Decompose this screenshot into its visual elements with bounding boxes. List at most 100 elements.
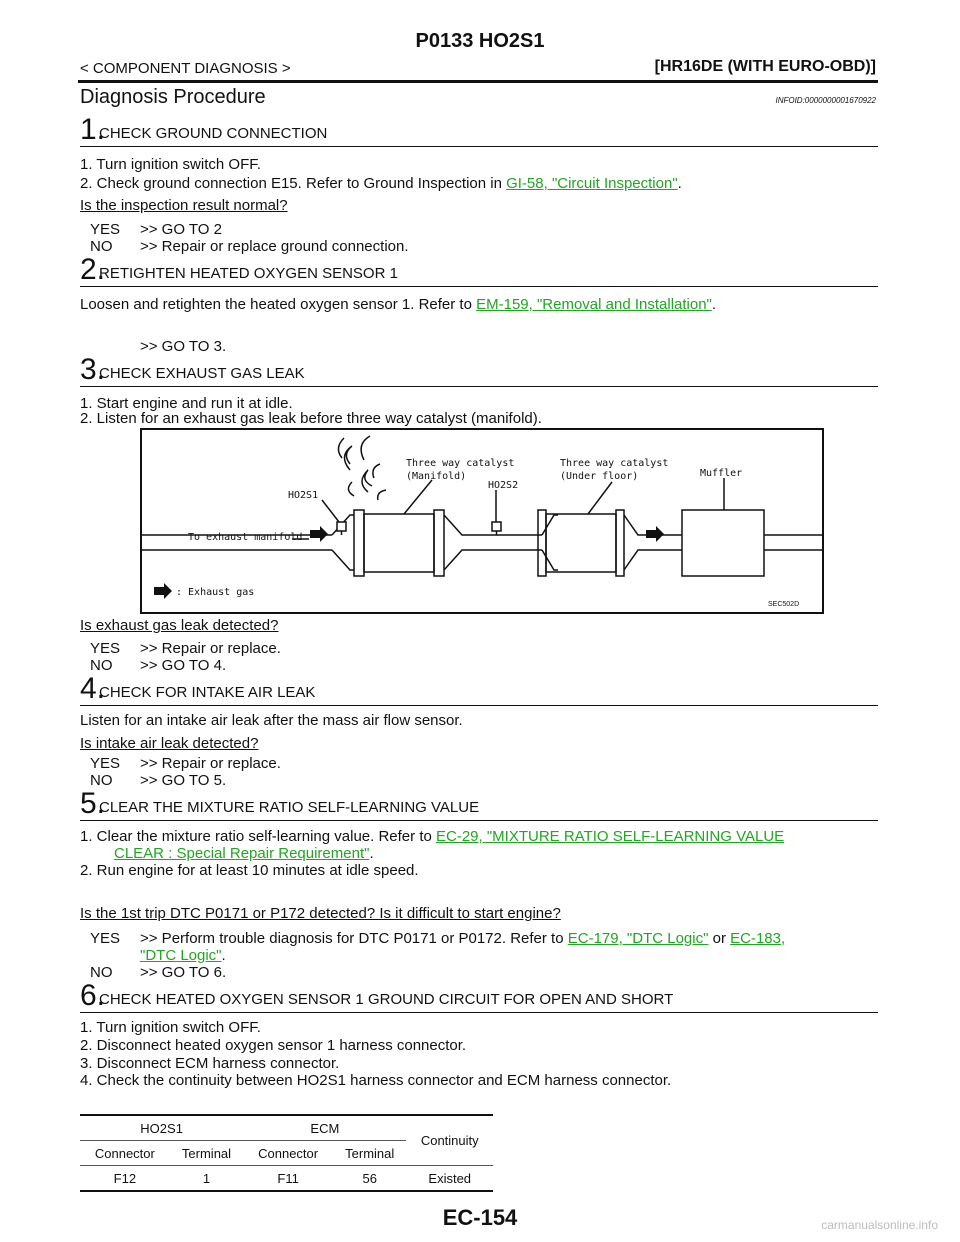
- table-row: HO2S1 ECM Continuity: [80, 1114, 493, 1166]
- step-3-question: Is exhaust gas leak detected?: [80, 617, 279, 634]
- col-connector: Connector: [80, 1140, 170, 1166]
- answer-value: >> GO TO 2: [140, 221, 222, 238]
- link-em-159[interactable]: EM-159, "Removal and Installation": [476, 296, 712, 313]
- step-6-line-4: 4. Check the continuity between HO2S1 ha…: [80, 1072, 672, 1089]
- step-3-yes: YES >> Repair or replace.: [90, 640, 281, 657]
- cell-terminal: 1: [169, 1165, 244, 1192]
- step-3-no: NO >> GO TO 4.: [90, 657, 226, 674]
- step-5-line-1: 1. Clear the mixture ratio self-learning…: [80, 828, 784, 845]
- step-5-line-1-cont: CLEAR : Special Repair Requirement".: [114, 845, 374, 862]
- link-ec-183[interactable]: EC-183,: [730, 930, 786, 947]
- step-4-yes: YES >> Repair or replace.: [90, 755, 281, 772]
- info-id: INFOID:0000000001670922: [775, 96, 876, 105]
- table-row: F12 1 F11 56 Existed: [80, 1165, 493, 1192]
- diagram-code: SEC502D: [768, 601, 799, 608]
- header-ho2s1: HO2S1: [80, 1114, 244, 1141]
- step-number: 2.: [80, 253, 106, 286]
- step-number: 6.: [80, 979, 106, 1012]
- step-3-line-2: 2. Listen for an exhaust gas leak before…: [80, 410, 542, 427]
- step-2-goto: >> GO TO 3.: [140, 338, 227, 355]
- text: 2. Check ground connection E15. Refer to…: [80, 175, 507, 192]
- text: .: [711, 296, 717, 313]
- label-muffler: Muffler: [700, 468, 742, 479]
- label-ho2s2: HO2S2: [488, 480, 518, 491]
- step-4-line-1: Listen for an intake air leak after the …: [80, 712, 463, 729]
- cell-connector: F12: [80, 1165, 170, 1192]
- answer-value: >> GO TO 6.: [140, 964, 227, 981]
- table-row: Connector Terminal Connector Terminal: [80, 1140, 493, 1166]
- step-5-yes: YES>> Perform trouble diagnosis for DTC …: [90, 930, 785, 947]
- header-continuity: Continuity: [406, 1114, 493, 1166]
- step-1-header: 1. CHECK GROUND CONNECTION: [80, 115, 878, 147]
- step-1-question: Is the inspection result normal?: [80, 197, 288, 214]
- text: Loosen and retighten the heated oxygen s…: [80, 296, 477, 313]
- label-ho2s1: HO2S1: [288, 490, 318, 501]
- col-terminal: Terminal: [332, 1140, 407, 1166]
- step-number: 3.: [80, 353, 106, 386]
- link-ec-29[interactable]: EC-29, "MIXTURE RATIO SELF-LEARNING VALU…: [436, 828, 785, 845]
- link-ec-183-cont[interactable]: "DTC Logic": [140, 947, 222, 964]
- step-2-line-1: Loosen and retighten the heated oxygen s…: [80, 296, 716, 313]
- step-label: CHECK EXHAUST GAS LEAK: [99, 365, 305, 382]
- step-4-header: 4. CHECK FOR INTAKE AIR LEAK: [80, 674, 878, 706]
- step-1-no: NO >> Repair or replace ground connection…: [90, 238, 409, 255]
- step-3-header: 3. CHECK EXHAUST GAS LEAK: [80, 353, 878, 387]
- step-4-question: Is intake air leak detected?: [80, 735, 259, 752]
- section-title: Diagnosis Procedure: [80, 86, 266, 108]
- step-5-header: 5. CLEAR THE MIXTURE RATIO SELF-LEARNING…: [80, 787, 878, 821]
- step-2-header: 2. RETIGHTEN HEATED OXYGEN SENSOR 1: [80, 253, 878, 287]
- answer-key: NO: [90, 657, 113, 674]
- step-1-line-1: 1. Turn ignition switch OFF.: [80, 156, 261, 173]
- text: or: [708, 930, 731, 947]
- exhaust-diagram-svg: Three way catalyst (Manifold) Three way …: [142, 435, 822, 608]
- cell-terminal: 56: [332, 1165, 407, 1192]
- text: .: [221, 947, 226, 964]
- header-divider: [78, 80, 878, 83]
- answer-value: >> GO TO 4.: [140, 657, 227, 674]
- step-label: CHECK HEATED OXYGEN SENSOR 1 GROUND CIRC…: [99, 991, 674, 1008]
- answer-value: >> Repair or replace ground connection.: [140, 238, 409, 255]
- label-tcc-manifold-sub: (Manifold): [406, 471, 466, 482]
- page-number: EC-154: [442, 1205, 518, 1230]
- text: .: [369, 845, 374, 862]
- answer-key: YES: [90, 755, 121, 772]
- step-5-no: NO >> GO TO 6.: [90, 964, 226, 981]
- link-ec-29-cont[interactable]: CLEAR : Special Repair Requirement": [114, 845, 370, 862]
- answer-value: >> GO TO 5.: [140, 772, 227, 789]
- engine-model-label: [HR16DE (WITH EURO-OBD)]: [654, 58, 876, 75]
- link-gi-58[interactable]: GI-58, "Circuit Inspection": [506, 175, 678, 192]
- step-label: CHECK FOR INTAKE AIR LEAK: [99, 684, 316, 701]
- answer-key: YES: [90, 930, 121, 947]
- label-exhaust-gas-legend: : Exhaust gas: [176, 587, 254, 598]
- step-1-yes: YES>> GO TO 2: [90, 221, 222, 238]
- cell-continuity: Existed: [406, 1165, 493, 1192]
- answer-value: >> Repair or replace.: [140, 640, 281, 657]
- step-6-line-3: 3. Disconnect ECM harness connector.: [80, 1055, 340, 1072]
- text: .: [677, 175, 682, 192]
- answer-key: NO: [90, 772, 113, 789]
- col-connector: Connector: [243, 1140, 333, 1166]
- header-ecm: ECM: [243, 1114, 407, 1141]
- step-label: RETIGHTEN HEATED OXYGEN SENSOR 1: [99, 265, 398, 282]
- step-label: CLEAR THE MIXTURE RATIO SELF-LEARNING VA…: [99, 799, 480, 816]
- exhaust-system-diagram: Three way catalyst (Manifold) Three way …: [140, 428, 824, 614]
- label-tcc-manifold: Three way catalyst: [406, 458, 514, 469]
- answer-value: >> Repair or replace.: [140, 755, 281, 772]
- section-breadcrumb: < COMPONENT DIAGNOSIS >: [80, 60, 291, 77]
- step-6-line-1: 1. Turn ignition switch OFF.: [80, 1019, 261, 1036]
- step-4-no: NO >> GO TO 5.: [90, 772, 226, 789]
- watermark: carmanualsonline.info: [821, 1218, 938, 1232]
- answer-key: YES: [90, 640, 121, 657]
- cell-connector: F11: [243, 1165, 333, 1192]
- answer-key: NO: [90, 964, 113, 981]
- answer-key: NO: [90, 238, 113, 255]
- step-6-line-2: 2. Disconnect heated oxygen sensor 1 har…: [80, 1037, 467, 1054]
- step-5-question: Is the 1st trip DTC P0171 or P172 detect…: [80, 905, 561, 922]
- step-1-line-2: 2. Check ground connection E15. Refer to…: [80, 175, 682, 192]
- step-number: 5.: [80, 787, 106, 820]
- text: 1. Clear the mixture ratio self-learning…: [80, 828, 436, 845]
- label-tcc-underfloor: Three way catalyst: [560, 458, 668, 469]
- label-exhaust-manifold: To exhaust manifold: [188, 532, 302, 543]
- link-ec-179[interactable]: EC-179, "DTC Logic": [567, 930, 709, 947]
- continuity-table: HO2S1 ECM Continuity Connector Terminal …: [80, 1114, 493, 1192]
